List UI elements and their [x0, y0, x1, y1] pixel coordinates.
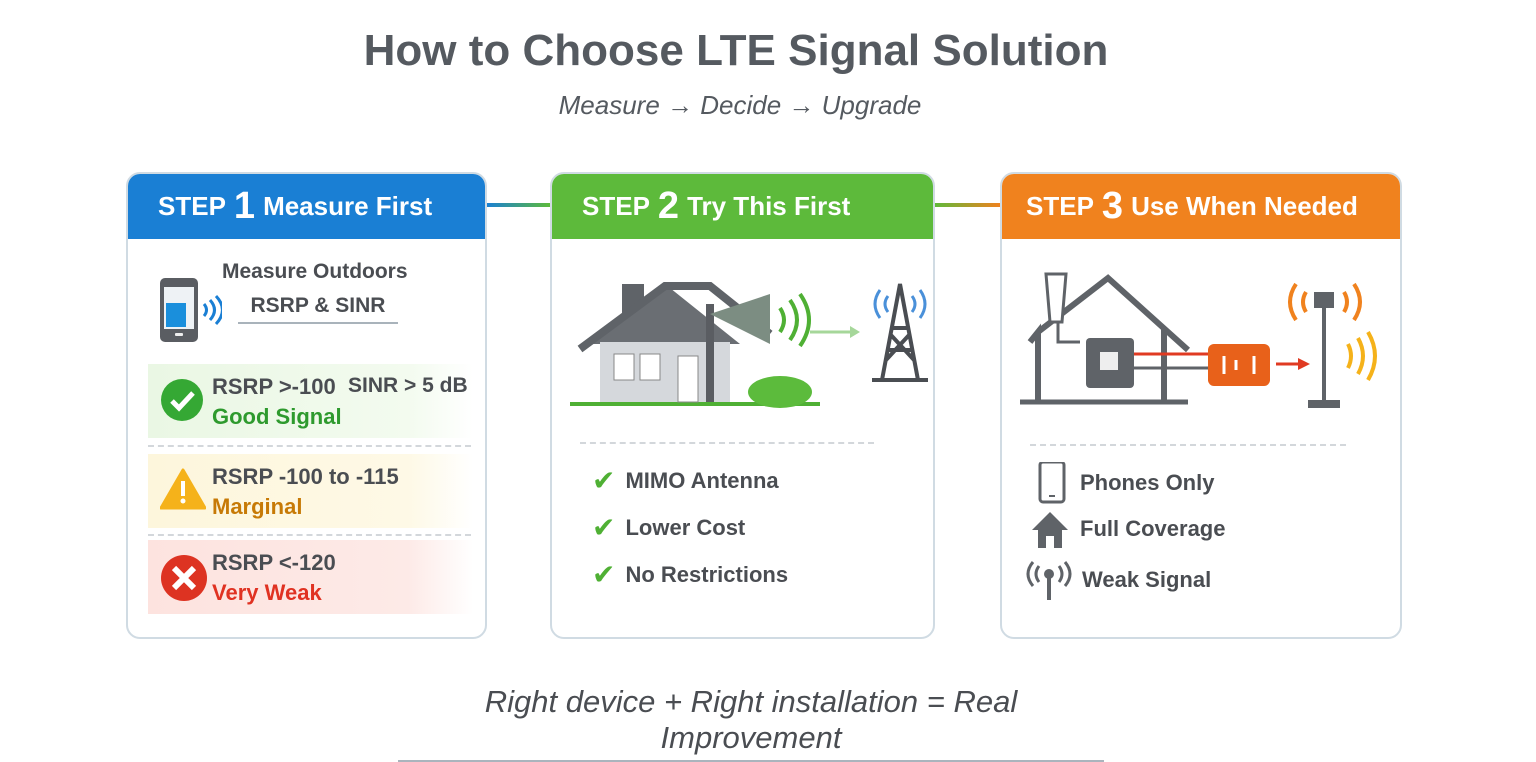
house-antenna-tower-illustration	[570, 282, 928, 408]
feature-label: Lower Cost	[625, 514, 746, 540]
weak-label: Very Weak	[212, 580, 322, 605]
marginal-label: Marginal	[212, 494, 303, 519]
step3-card: STEP 3 Use When Needed Phones Only Full …	[1000, 172, 1402, 639]
step-title: Use When Needed	[1131, 191, 1358, 221]
feature-item: Phones Only	[1034, 462, 1214, 504]
check-circle-icon	[161, 379, 203, 421]
measure-outdoors-label: Measure Outdoors	[222, 260, 408, 283]
step-label: STEP	[582, 191, 650, 221]
feature-label: Weak Signal	[1082, 567, 1212, 592]
home-icon	[1032, 512, 1068, 548]
page-subtitle: Measure → Decide → Upgrade	[558, 90, 922, 120]
step1-header: STEP 1 Measure First	[128, 174, 485, 239]
rsrp-sinr-label: RSRP & SINR	[238, 294, 398, 324]
signal-level-weak: RSRP <-120 Very Weak	[148, 540, 473, 614]
good-sinr: SINR > 5 dB	[348, 374, 468, 397]
feature-item: ✔ Lower Cost	[592, 511, 745, 544]
feature-label: Phones Only	[1080, 470, 1215, 495]
phone-icon	[1038, 462, 1066, 504]
step1-card: STEP 1 Measure First Measure Outdoors RS…	[126, 172, 487, 639]
feature-label: Full Coverage	[1080, 516, 1226, 541]
step3-header: STEP 3 Use When Needed	[1002, 174, 1400, 239]
feature-item: ✔ No Restrictions	[592, 558, 788, 591]
divider	[1030, 444, 1346, 446]
step2-header: STEP 2 Try This First	[552, 174, 933, 239]
check-icon: ✔	[592, 512, 616, 543]
step-number: 2	[657, 185, 680, 227]
step-number: 3	[1101, 185, 1124, 227]
check-icon: ✔	[592, 559, 616, 590]
feature-item: ✔ MIMO Antenna	[592, 464, 779, 497]
step-label: STEP	[158, 191, 226, 221]
feature-item: Weak Signal	[1026, 558, 1211, 602]
step2-card: STEP 2 Try This First ✔ MIMO Antenna ✔ Low…	[550, 172, 935, 639]
page-title: How to Choose LTE Signal Solution	[363, 26, 1109, 75]
connector-1-2	[486, 203, 550, 207]
step-label: STEP	[1026, 191, 1094, 221]
warning-icon	[160, 468, 206, 510]
x-circle-icon	[161, 555, 207, 601]
divider	[148, 534, 471, 536]
step-title: Try This First	[687, 191, 851, 221]
step-title: Measure First	[263, 191, 433, 221]
good-rsrp: RSRP >-100	[212, 374, 336, 399]
connector-2-3	[934, 203, 1000, 207]
good-label: Good Signal	[212, 404, 342, 429]
divider	[580, 442, 874, 444]
signal-level-good: RSRP >-100 SINR > 5 dB Good Signal	[148, 364, 473, 438]
feature-label: MIMO Antenna	[625, 467, 779, 493]
feature-item: Full Coverage	[1030, 510, 1225, 548]
signal-level-marginal: RSRP -100 to -115 Marginal	[148, 454, 473, 528]
weak-rsrp: RSRP <-120	[212, 550, 336, 575]
divider	[148, 445, 471, 447]
footer-tagline: Right device + Right installation = Real…	[398, 684, 1104, 762]
marginal-rsrp: RSRP -100 to -115	[212, 464, 399, 489]
step-number: 1	[233, 185, 256, 227]
booster-illustration	[1020, 272, 1377, 408]
check-icon: ✔	[592, 465, 616, 496]
phone-signal-icon	[160, 278, 222, 342]
signal-antenna-icon	[1026, 561, 1072, 600]
feature-label: No Restrictions	[625, 561, 789, 587]
